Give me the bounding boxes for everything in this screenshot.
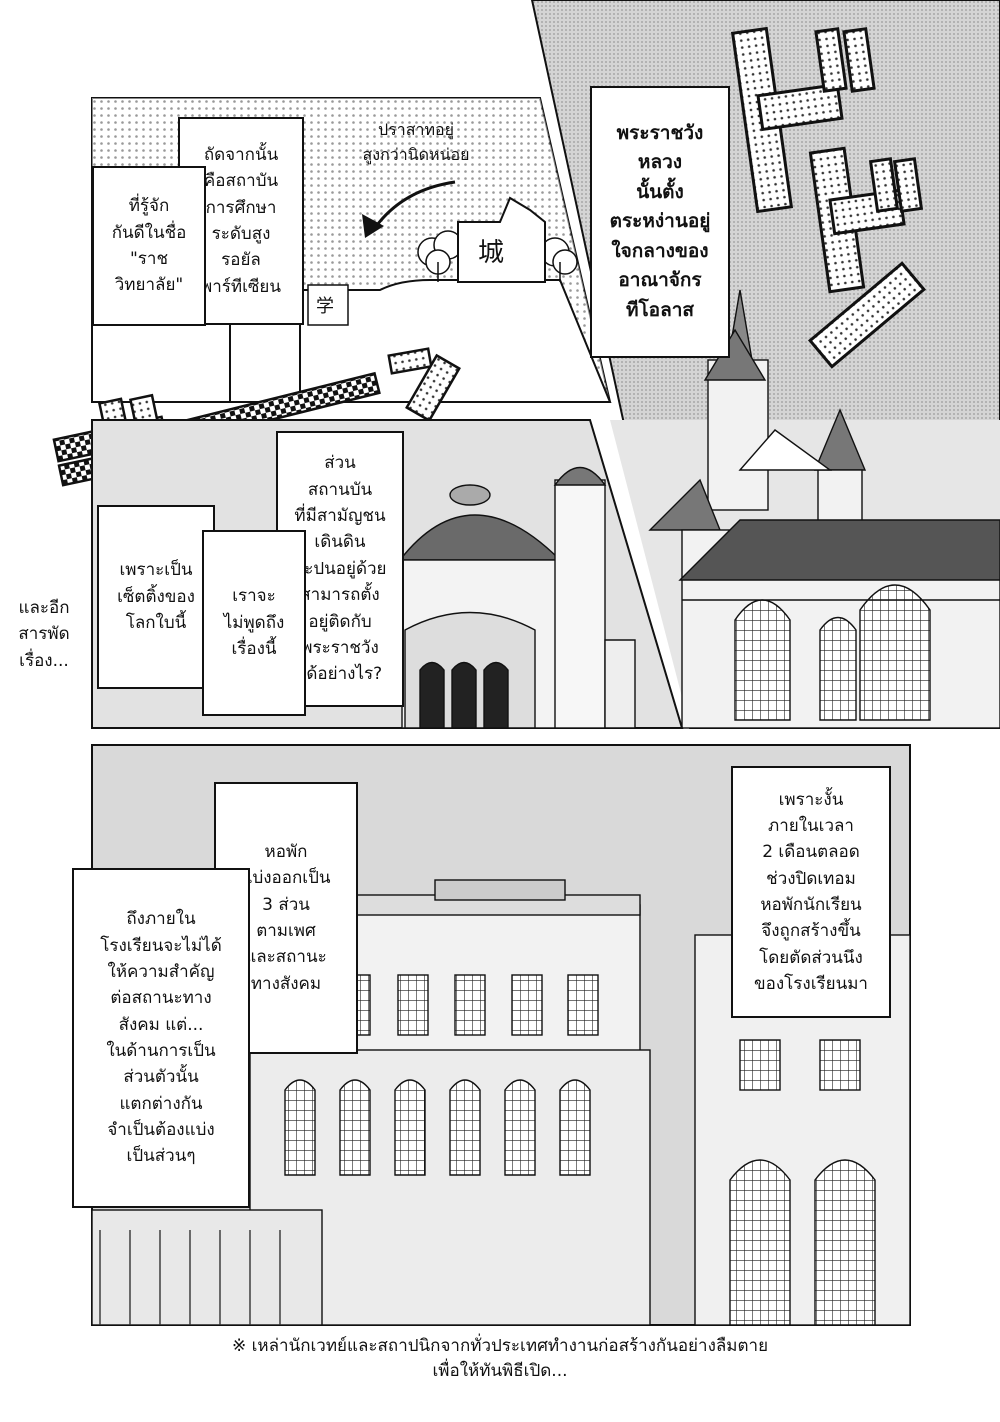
caption-royal-palace: พระราชวัง หลวง นั้นตั้ง ตระหง่านอยู่ ใจก… xyxy=(590,86,730,358)
caption-social-status: ถึงภายใน โรงเรียนจะไม่ได้ ให้ความสำคัญ ต… xyxy=(72,868,250,1208)
caption-world-setting: เพราะเป็น เซ็ตติ้งของ โลกใบนี้ xyxy=(97,505,215,689)
cathedral-illustration xyxy=(648,289,1000,729)
caption-known-as: ที่รู้จัก กันดีในชื่อ "ราช วิทยาลัย" xyxy=(92,166,206,326)
caption-not-discuss: เราจะ ไม่พูดถึง เรื่องนี้ xyxy=(202,530,306,716)
school-glyph: 学 xyxy=(316,296,334,317)
caption-dorm-built: เพราะงั้น ภายในเวลา 2 เดือนตลอด ช่วงปิดเ… xyxy=(731,766,891,1018)
footnote: ※ เหล่านักเวทย์และสถาปนิกจากทั่วประเทศทำ… xyxy=(231,1336,769,1381)
castle-note: ปราสาทอยู่ สูงกว่านิดหน่อย xyxy=(362,120,470,164)
sfx-dodon xyxy=(730,26,927,369)
side-text-more: และอีก สารพัด เรื่อง... xyxy=(18,598,70,671)
castle-glyph: 城 xyxy=(478,238,505,268)
